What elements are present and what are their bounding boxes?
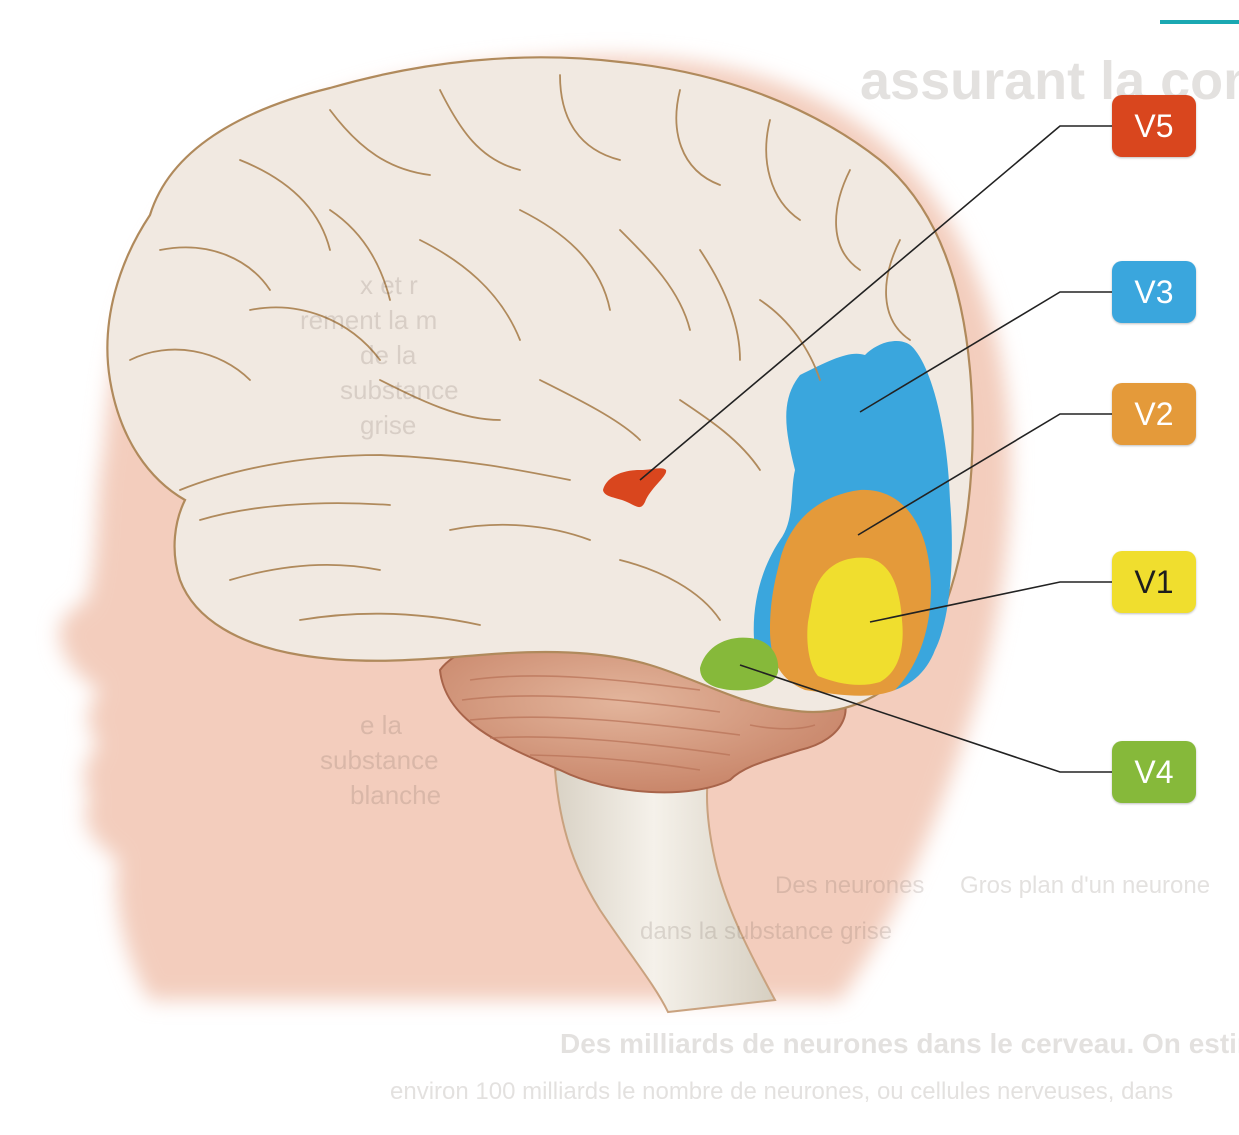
leader-v2 bbox=[857, 413, 1112, 536]
label-v2: V2 bbox=[1112, 383, 1196, 445]
label-v5: V5 bbox=[1112, 95, 1196, 157]
leader-v4 bbox=[739, 664, 1112, 773]
leader-v1 bbox=[869, 581, 1112, 623]
leader-v3 bbox=[859, 291, 1112, 413]
label-v4: V4 bbox=[1112, 741, 1196, 803]
area-v4 bbox=[700, 637, 779, 691]
leader-v5 bbox=[639, 125, 1112, 481]
brain-icon bbox=[106, 56, 974, 713]
area-v5 bbox=[603, 468, 667, 508]
label-v3: V3 bbox=[1112, 261, 1196, 323]
leader-lines bbox=[639, 125, 1112, 773]
brainstem bbox=[553, 753, 777, 1014]
area-v1 bbox=[807, 557, 903, 685]
label-v1: V1 bbox=[1112, 551, 1196, 613]
brain-folds bbox=[129, 74, 911, 626]
